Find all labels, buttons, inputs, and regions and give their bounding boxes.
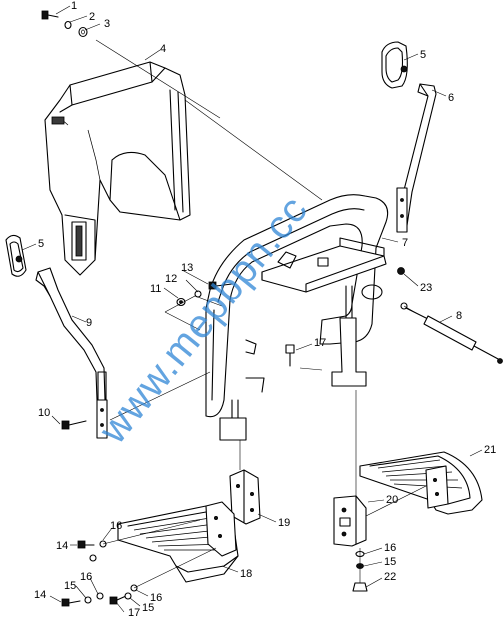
- callout-14-upper: 14: [56, 540, 68, 552]
- mirror-part-5-left: [5, 234, 27, 277]
- callout-14-lower: 14: [34, 589, 46, 601]
- washer-part-15-c: [124, 592, 132, 600]
- callout-15-b: 15: [142, 602, 154, 614]
- callout-15-a: 15: [64, 580, 76, 592]
- nut-part-22: [352, 582, 368, 592]
- callout-labels: 1 2 3 4 5 6 5 7 13 12 11 23 9 8 17 10 21…: [34, 0, 496, 617]
- mirror-arm-part-6: [396, 83, 437, 233]
- callout-6: 6: [448, 92, 454, 104]
- callout-3: 3: [104, 18, 110, 30]
- callout-13: 13: [181, 262, 193, 274]
- callout-21: 21: [484, 444, 496, 456]
- callout-11: 11: [150, 283, 161, 295]
- callout-10: 10: [38, 407, 50, 419]
- step-part-21: [359, 451, 483, 515]
- watermark-text: www.mepbpn.cc: [90, 188, 316, 453]
- callout-23: 23: [420, 282, 432, 294]
- mirror-part-5-right: [381, 41, 408, 89]
- callout-2: 2: [89, 11, 95, 23]
- washer-part-15-b: [84, 596, 92, 604]
- bolt-part-17-lower: [109, 595, 127, 605]
- nut-part-11: [176, 297, 186, 307]
- callout-20: 20: [386, 494, 398, 506]
- callout-17-upper: 17: [314, 337, 326, 349]
- assembly-lines: [95, 39, 427, 589]
- bolt-part-14-upper: [77, 540, 95, 549]
- nut-part-23: [397, 267, 405, 275]
- callout-17-lower: 17: [128, 607, 140, 617]
- callout-16-right: 16: [384, 542, 396, 554]
- fender-housing-part-4: [44, 61, 191, 276]
- callout-5-right: 5: [420, 49, 426, 61]
- washer-part-15-a: [89, 554, 97, 562]
- bracket-part-19: [229, 469, 261, 525]
- callout-4: 4: [160, 43, 166, 55]
- gas-strut-part-8: [400, 302, 503, 364]
- step-part-18: [117, 501, 239, 583]
- callout-15-right: 15: [384, 556, 396, 568]
- callout-leaders: [21, 5, 483, 613]
- callout-12: 12: [165, 273, 177, 285]
- callout-5-left: 5: [38, 238, 44, 250]
- step-frame-part-7: [205, 194, 389, 441]
- bolt-part-13: [208, 281, 233, 290]
- bolt-part-1: [41, 10, 59, 20]
- bolt-part-14-lower: [61, 598, 81, 607]
- washer-part-2: [64, 20, 72, 30]
- callout-16-c: 16: [150, 592, 162, 604]
- callout-1: 1: [71, 0, 77, 12]
- callout-8: 8: [456, 310, 462, 322]
- callout-18: 18: [240, 568, 252, 580]
- callout-22: 22: [384, 571, 396, 583]
- callout-16-a: 16: [110, 520, 122, 532]
- callout-16-b: 16: [80, 571, 92, 583]
- mirror-arm-part-9: [35, 267, 108, 439]
- washer-part-16-b: [96, 592, 104, 600]
- bracket-plate-part-20: [333, 495, 367, 547]
- bolt-part-10: [61, 420, 87, 430]
- callout-19: 19: [278, 517, 290, 529]
- bolt-part-17-upper: [285, 344, 295, 367]
- callout-9: 9: [86, 317, 92, 329]
- callout-7: 7: [402, 237, 408, 249]
- washer-part-3: [78, 26, 88, 38]
